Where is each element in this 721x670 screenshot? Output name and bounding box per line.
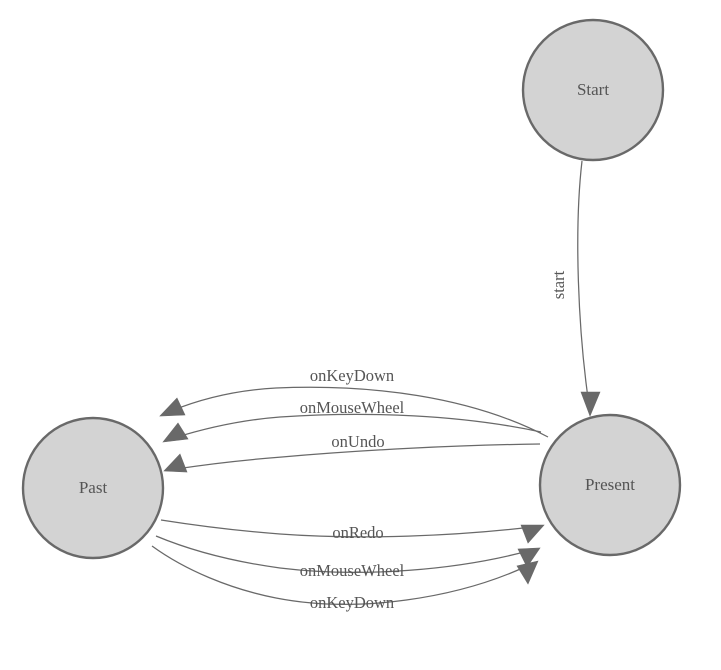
edge-start-to-present[interactable]: start — [549, 160, 601, 417]
edge-label-onmousewheel-top: onMouseWheel — [300, 398, 405, 417]
node-past[interactable]: Past — [21, 416, 165, 560]
node-layer: Start Past Present — [21, 18, 682, 560]
edge-path — [170, 386, 549, 438]
edge-label-start: start — [549, 270, 568, 299]
arrowhead-icon — [516, 560, 539, 585]
edge-path — [151, 545, 528, 605]
edge-path — [173, 413, 542, 439]
node-circle — [521, 18, 665, 162]
edge-present-to-past-onundo[interactable]: onUndo — [163, 432, 541, 473]
edge-label-onundo: onUndo — [331, 432, 384, 451]
edge-path — [155, 535, 529, 573]
node-circle — [21, 416, 165, 560]
node-label-present: Present — [585, 475, 635, 494]
edge-present-to-past-onmousewheel[interactable]: onMouseWheel — [162, 398, 542, 443]
node-label-start: Start — [577, 80, 609, 99]
edge-label-onredo: onRedo — [332, 523, 383, 542]
edge-path — [577, 160, 590, 406]
edge-present-to-past-onkeydown[interactable]: onKeyDown — [159, 366, 549, 438]
edge-label-onkeydown-top: onKeyDown — [310, 366, 394, 385]
node-start[interactable]: Start — [521, 18, 665, 162]
arrowhead-icon — [517, 547, 541, 568]
edge-path — [175, 443, 541, 470]
arrowhead-icon — [159, 397, 186, 417]
node-present[interactable]: Present — [538, 413, 682, 557]
edge-path — [160, 519, 533, 538]
edge-past-to-present-onmousewheel[interactable]: onMouseWheel — [155, 535, 541, 580]
edge-label-onmousewheel-bottom: onMouseWheel — [300, 561, 405, 580]
arrowhead-icon — [163, 453, 188, 473]
edge-past-to-present-onkeydown[interactable]: onKeyDown — [151, 545, 539, 612]
node-circle — [538, 413, 682, 557]
edge-past-to-present-onredo[interactable]: onRedo — [160, 519, 545, 544]
arrowhead-icon — [162, 422, 189, 443]
arrowhead-icon — [520, 524, 545, 544]
node-label-past: Past — [79, 478, 108, 497]
arrowhead-icon — [580, 391, 601, 417]
edge-layer: start onKeyDown onMouseWheel onUndo — [151, 160, 601, 612]
edge-label-onkeydown-bottom: onKeyDown — [310, 593, 394, 612]
